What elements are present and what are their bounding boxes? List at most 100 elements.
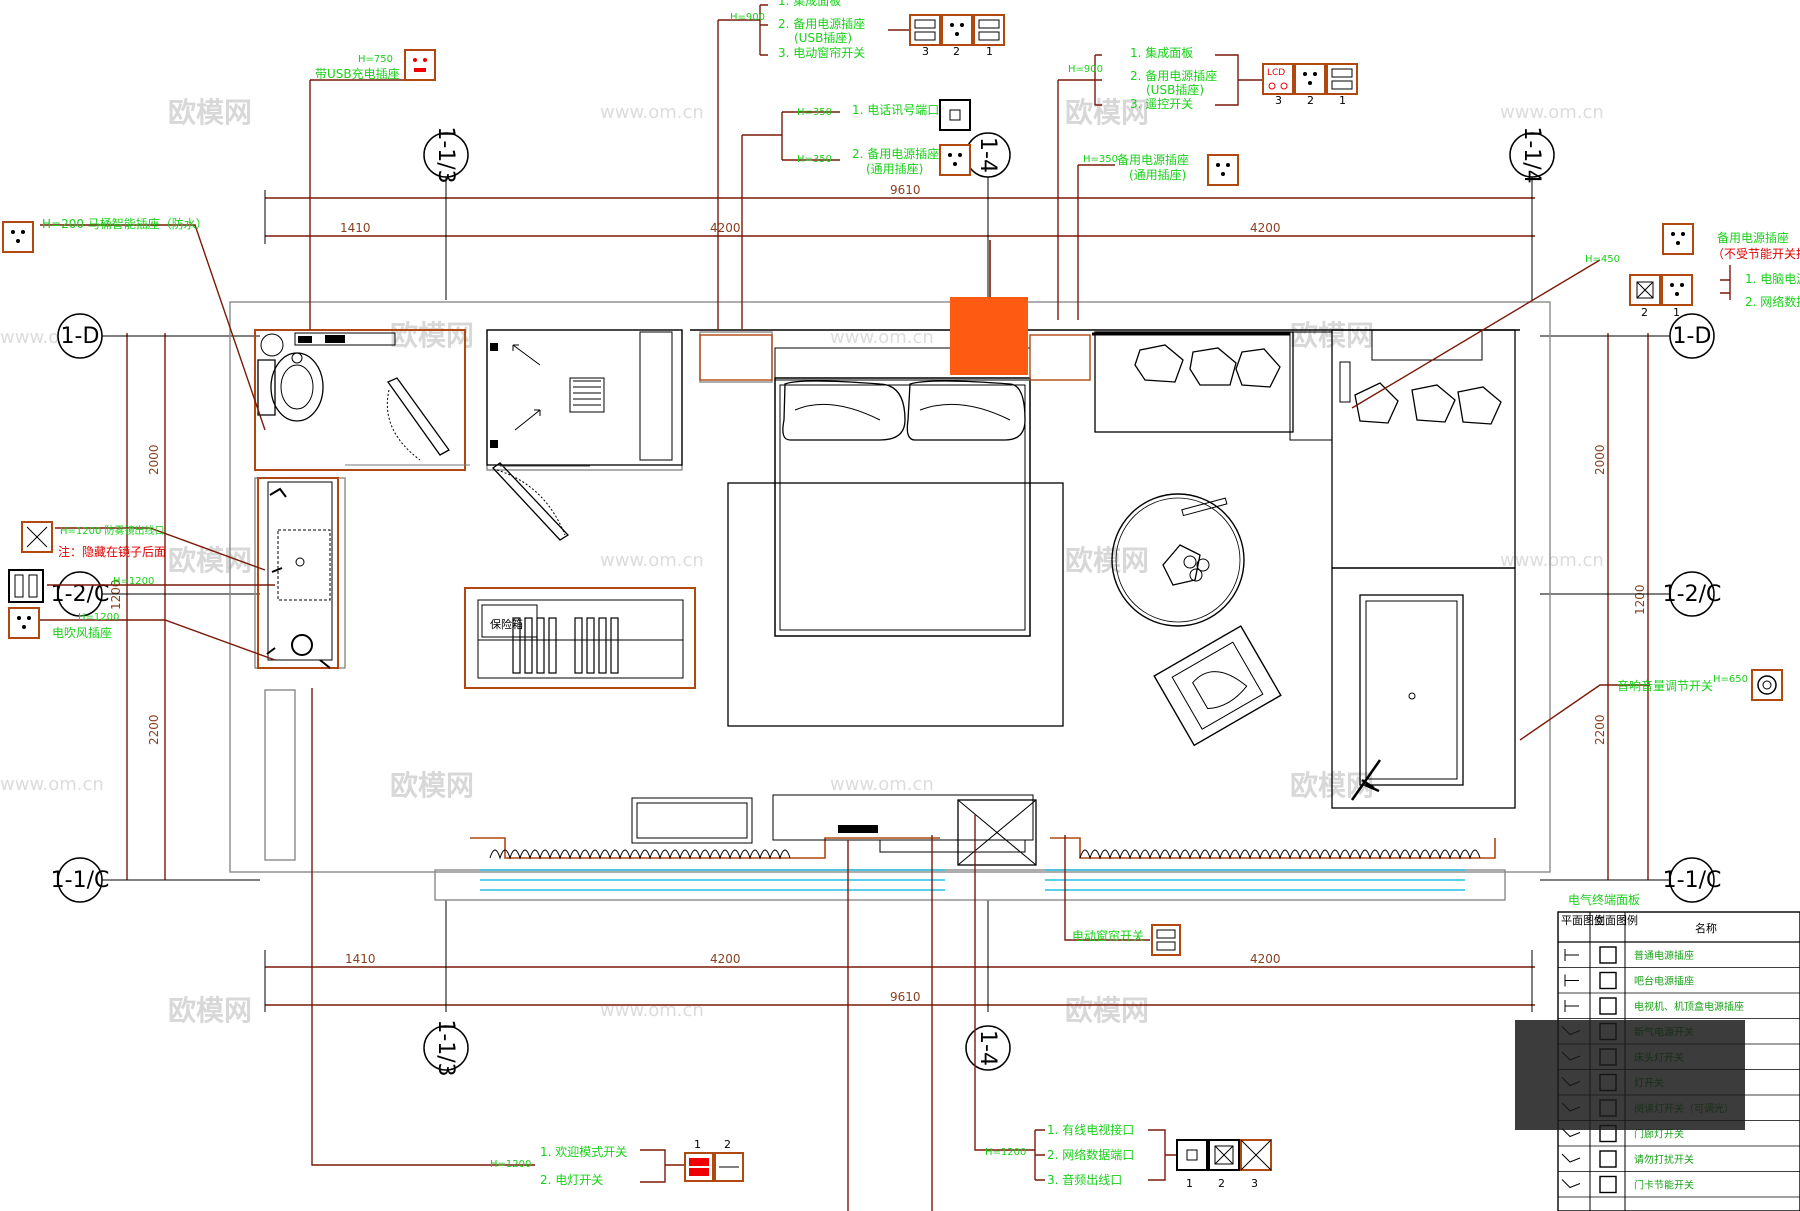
axis-bubble-left: 1-1/C xyxy=(51,857,109,903)
svg-text:2: 2 xyxy=(1307,94,1314,107)
axis-bubble-top: 1-1/4 xyxy=(1509,126,1555,184)
remote-switch-icon xyxy=(1326,63,1358,95)
annot-label: (通用插座) xyxy=(1129,167,1186,182)
cable-tv-port-icon xyxy=(1176,1139,1208,1171)
dimension-sides: 2000 1200 2200 2000 1200 2200 xyxy=(109,333,1649,880)
annot-item: 1. 电脑电源插座 xyxy=(1745,271,1800,286)
annot-label: 音响音量调节开关 xyxy=(1617,678,1713,693)
annot-height: H=1200 xyxy=(113,576,154,587)
axis-grid: 1-1/3 1-4 1-1/4 1-1/3 1-4 1-D 1-2/C 1-1 xyxy=(51,126,1722,1076)
legend-col1: 平面图例 xyxy=(1561,913,1605,927)
annot-height: H=350 xyxy=(797,154,832,165)
legend-row: 普通电源插座 xyxy=(1558,946,1800,968)
light-switch-icon xyxy=(714,1152,744,1182)
dim-top-total: 9610 xyxy=(890,183,921,197)
axis-bubble-top: 1-1/3 xyxy=(423,126,469,184)
watermark-url: www.om.cn xyxy=(600,550,704,571)
axis-bubble-right: 1-D xyxy=(1669,313,1715,359)
watermark-logo: 欧模网 xyxy=(168,96,252,129)
annot-height: H=650 xyxy=(1713,674,1748,685)
usb-socket-icon xyxy=(404,49,436,81)
curtain-switch-icon xyxy=(973,14,1005,46)
svg-text:LCD: LCD xyxy=(1267,68,1285,78)
legend-col2: 立面图例 xyxy=(1594,913,1638,927)
legend-table: 电气终端面板 平面图例 立面图例 名称 普通电源插座吧台电源插座电视机、机顶盒电… xyxy=(1515,892,1800,1211)
power-socket-icon xyxy=(1661,274,1693,306)
svg-text:1-1/3: 1-1/3 xyxy=(433,126,458,183)
annot-note: （不受节能开关控制） xyxy=(1712,247,1800,261)
svg-text:3: 3 xyxy=(1275,94,1282,107)
annot-height: H=1200 xyxy=(985,1147,1026,1158)
watermark-url: www.om.cn xyxy=(600,1000,704,1021)
annot-height: H=750 xyxy=(358,54,393,65)
annot-height: H=900 xyxy=(1068,64,1103,75)
annot-label: 备用电源插座 xyxy=(1717,230,1789,245)
annot-label: 电动窗帘开关 xyxy=(1072,928,1144,943)
watermark-logo: 欧模网 xyxy=(390,769,474,802)
power-socket-icon xyxy=(939,144,971,176)
svg-text:2: 2 xyxy=(1218,1177,1225,1190)
volume-knob-icon xyxy=(1751,669,1783,701)
usb-socket-icon xyxy=(1294,63,1326,95)
svg-text:2: 2 xyxy=(953,45,960,58)
curtain-switch-icon xyxy=(1151,924,1181,956)
network-port-icon xyxy=(1208,1139,1240,1171)
legend-row-label: 普通电源插座 xyxy=(1634,949,1694,962)
svg-text:1: 1 xyxy=(1673,306,1680,319)
bathroom xyxy=(254,329,683,669)
svg-text:1-2/C: 1-2/C xyxy=(1663,582,1722,607)
svg-text:3: 3 xyxy=(922,45,929,58)
axis-bubble-left: 1-2/C xyxy=(51,571,110,617)
lcd-panel-icon: LCD xyxy=(1262,63,1294,95)
annot-height: H=900 xyxy=(730,12,765,23)
dim-left-seg: 2200 xyxy=(147,714,161,745)
integrated-panel-icon xyxy=(909,14,941,46)
annot-item: (USB插座) xyxy=(1146,82,1204,97)
legend-row: 吧台电源插座 xyxy=(1558,971,1800,994)
watermark-url: www.om.cn xyxy=(1500,550,1604,571)
legend-elevation-symbol-icon xyxy=(1599,997,1617,1015)
watermark-url: www.om.cn xyxy=(0,774,104,795)
watermark-logo: 欧模网 xyxy=(390,319,474,352)
phone-port-icon xyxy=(939,99,971,131)
legend-plan-symbol-icon xyxy=(1561,1179,1581,1189)
switch-panel-icon xyxy=(8,569,44,603)
legend-row: 请勿打扰开关 xyxy=(1558,1150,1800,1172)
legend-row-label: 门卡节能开关 xyxy=(1634,1179,1694,1192)
annot-label: 2. 备用电源插座 xyxy=(852,146,939,161)
legend-plan-symbol-icon xyxy=(1564,949,1579,961)
watermark-layer: 欧模网 www.om.cn 欧模网 www.om.cn 欧模网 www.om.c… xyxy=(0,96,1604,1027)
dim-top-seg: 1410 xyxy=(340,221,371,235)
watermark-url: www.om.cn xyxy=(600,102,704,123)
dim-top-seg: 4200 xyxy=(710,221,741,235)
walls xyxy=(229,301,1551,901)
wardrobe: 保险箱 xyxy=(464,587,696,689)
power-socket-icon xyxy=(1662,223,1694,255)
panel-icons: 3 2 1 LCD 3 2 1 2 1 1 2 xyxy=(2,14,1783,1190)
usb-socket-icon xyxy=(941,14,973,46)
legend-row-label: 门廊灯开关 xyxy=(1634,1128,1684,1141)
axis-bubble-right: 1-2/C xyxy=(1663,571,1722,617)
dim-right-seg: 1200 xyxy=(1633,584,1647,615)
annot-item: 1. 集成面板 xyxy=(778,0,841,8)
svg-text:1: 1 xyxy=(986,45,993,58)
annot-item: 2. 网络数据端口 xyxy=(1047,1147,1134,1162)
annot-label: (通用插座) xyxy=(866,161,923,176)
svg-text:1-4: 1-4 xyxy=(975,137,1000,173)
annot-height: H=350 xyxy=(797,107,832,118)
svg-text:2: 2 xyxy=(1641,306,1648,319)
watermark-url: www.om.cn xyxy=(830,327,934,348)
dimension-top: 9610 1410 4200 4200 xyxy=(264,183,1535,300)
axis-bubble-bottom: 1-1/3 xyxy=(423,1019,469,1077)
dim-bottom-total: 9610 xyxy=(890,990,921,1004)
legend-plan-symbol-icon xyxy=(1564,974,1579,987)
safe-label: 保险箱 xyxy=(490,617,523,631)
power-socket-icon xyxy=(2,221,34,253)
legend-elevation-symbol-icon xyxy=(1599,946,1617,964)
legend-row: 门卡节能开关 xyxy=(1558,1175,1800,1198)
bathtub-area xyxy=(1331,567,1516,809)
svg-text:1-2/C: 1-2/C xyxy=(51,582,110,607)
svg-text:1-1/C: 1-1/C xyxy=(1663,868,1722,893)
svg-text:1-1/3: 1-1/3 xyxy=(433,1019,458,1076)
svg-text:3: 3 xyxy=(1251,1177,1258,1190)
